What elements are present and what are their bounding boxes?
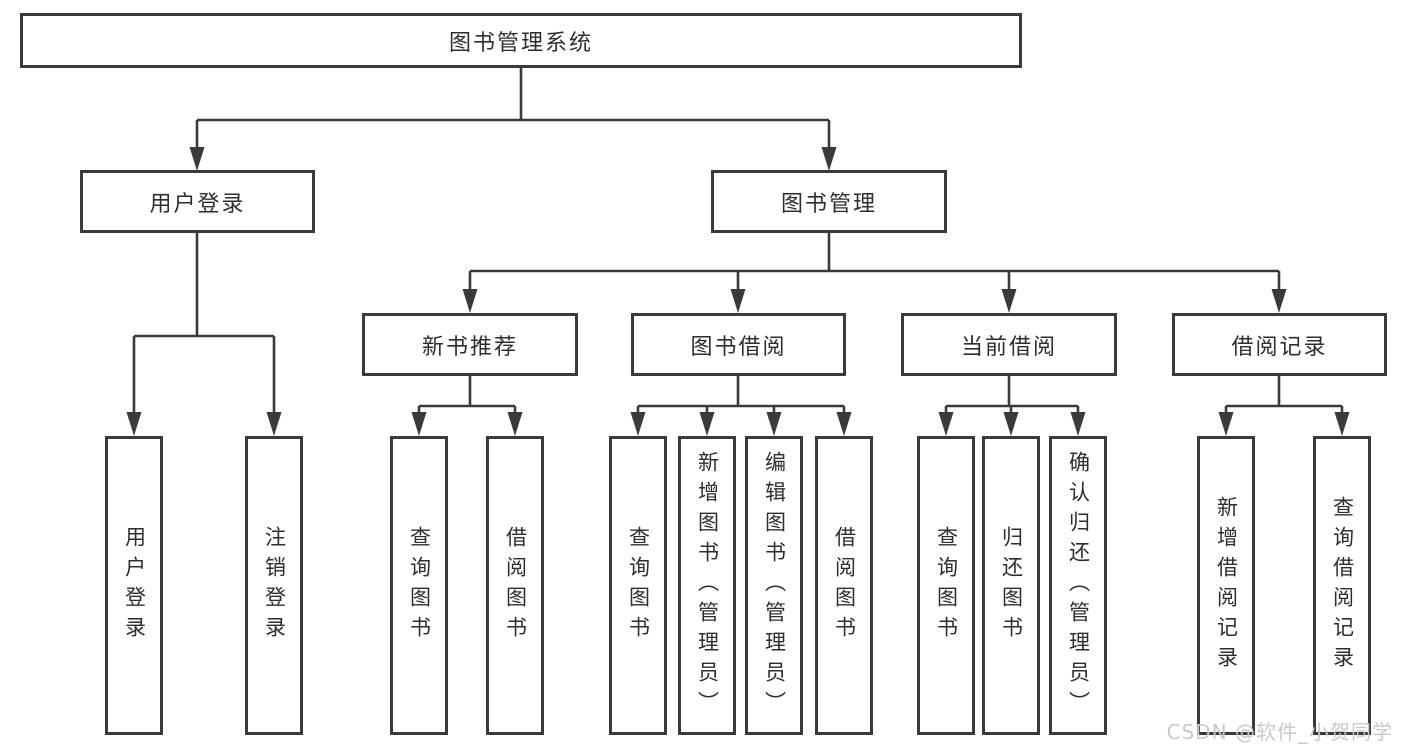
node-book-management: 图书管理 (711, 170, 947, 233)
edges-new-book-recommend-to-leaves (411, 376, 523, 436)
node-current-borrow-label: 当前借阅 (960, 334, 1057, 360)
node-confirm-return-admin: 确认归还（管理员） (1049, 436, 1107, 735)
node-current-search-book-label: 查询图书 (934, 525, 959, 646)
watermark: CSDN @软件_小贺同学 (1166, 720, 1393, 744)
node-borrow-book: 借阅图书 (815, 436, 873, 735)
node-logout-action: 注销登录 (245, 436, 303, 735)
node-book-borrow: 图书借阅 (631, 313, 846, 376)
node-add-borrow-record: 新增借阅记录 (1197, 436, 1255, 735)
arrowhead (1001, 289, 1017, 313)
arrowhead (189, 147, 205, 171)
node-borrow-records-label: 借阅记录 (1231, 334, 1328, 360)
arrowhead (766, 412, 782, 436)
node-search-borrow-record-label: 查询借阅记录 (1330, 495, 1355, 676)
node-recommend-search-book: 查询图书 (390, 436, 448, 735)
arrowhead (630, 412, 646, 436)
node-recommend-borrow-book: 借阅图书 (486, 436, 544, 735)
node-borrow-search-book: 查询图书 (609, 436, 667, 735)
node-new-book-recommend-label: 新书推荐 (421, 334, 518, 360)
arrowhead (1070, 412, 1086, 436)
arrowhead (507, 412, 523, 436)
node-root: 图书管理系统 (20, 13, 1022, 68)
node-current-search-book: 查询图书 (917, 436, 975, 735)
node-add-book-admin: 新增图书（管理员） (678, 436, 736, 735)
node-book-borrow-label: 图书借阅 (690, 334, 787, 360)
edges-book-borrow-to-leaves (630, 376, 852, 436)
edges-root-to-level2 (189, 68, 837, 171)
node-return-book: 归还图书 (982, 436, 1040, 735)
node-user-login-label: 用户登录 (149, 191, 246, 217)
node-root-label: 图书管理系统 (448, 30, 593, 56)
node-recommend-search-book-label: 查询图书 (407, 525, 432, 646)
node-confirm-return-admin-label: 确认归还（管理员） (1066, 450, 1091, 721)
arrowhead (938, 412, 954, 436)
arrowhead (699, 412, 715, 436)
arrowhead (1334, 412, 1350, 436)
node-edit-book-admin: 编辑图书（管理员） (745, 436, 803, 735)
arrowhead (462, 289, 478, 313)
node-edit-book-admin-label: 编辑图书（管理员） (762, 450, 787, 721)
edges-current-borrow-to-leaves (938, 376, 1086, 436)
arrowhead (411, 412, 427, 436)
node-add-borrow-record-label: 新增借阅记录 (1214, 495, 1239, 676)
node-book-management-label: 图书管理 (780, 191, 877, 217)
node-add-book-admin-label: 新增图书（管理员） (695, 450, 720, 721)
node-logout-action-label: 注销登录 (262, 525, 287, 646)
node-borrow-search-book-label: 查询图书 (626, 525, 651, 646)
edges-book-management-to-level3 (462, 233, 1287, 313)
node-borrow-book-label: 借阅图书 (832, 525, 857, 646)
arrowhead (836, 412, 852, 436)
arrowhead (1003, 412, 1019, 436)
node-borrow-records: 借阅记录 (1172, 313, 1387, 376)
node-new-book-recommend: 新书推荐 (362, 313, 578, 376)
node-recommend-borrow-book-label: 借阅图书 (503, 525, 528, 646)
edges-user-login-to-leaves (126, 233, 282, 436)
node-search-borrow-record: 查询借阅记录 (1313, 436, 1371, 735)
node-user-login: 用户登录 (80, 170, 315, 233)
arrowhead (1218, 412, 1234, 436)
node-user-login-action: 用户登录 (105, 436, 163, 735)
node-user-login-action-label: 用户登录 (122, 525, 147, 646)
node-return-book-label: 归还图书 (999, 525, 1024, 646)
node-current-borrow: 当前借阅 (901, 313, 1117, 376)
edges-borrow-records-to-leaves (1218, 376, 1350, 436)
arrowhead (730, 289, 746, 313)
arrowhead (266, 412, 282, 436)
arrowhead (1271, 289, 1287, 313)
arrowhead (126, 412, 142, 436)
arrowhead (821, 147, 837, 171)
